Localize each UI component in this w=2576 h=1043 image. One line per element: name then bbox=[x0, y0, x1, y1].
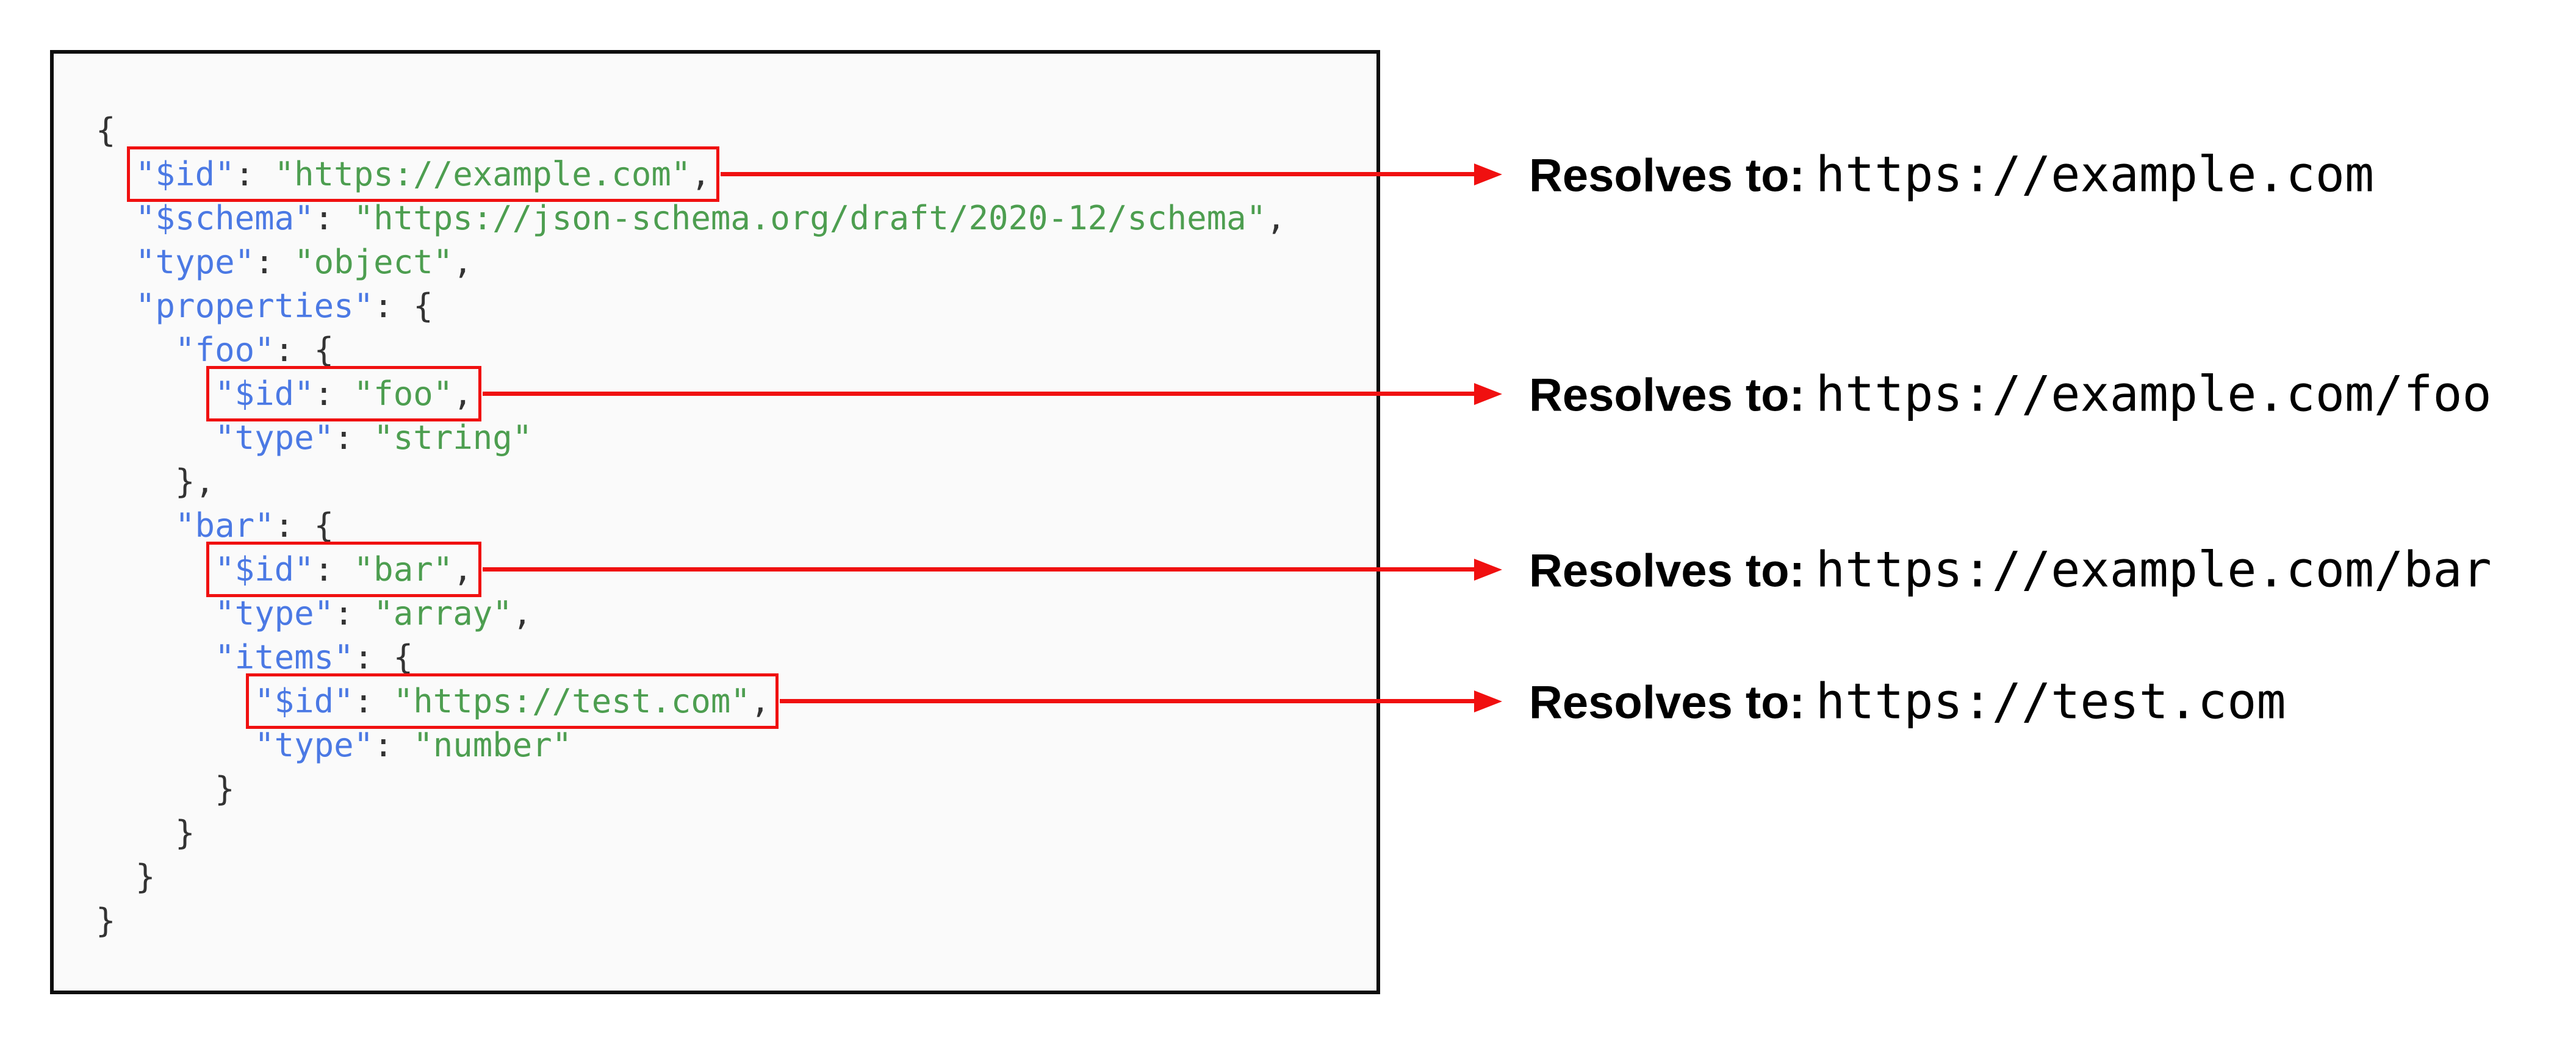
json-punctuation: : bbox=[234, 155, 275, 193]
json-string: "https://json-schema.org/draft/2020-12/s… bbox=[353, 199, 1267, 237]
code-line: }, bbox=[96, 460, 1376, 504]
json-key: "type" bbox=[135, 243, 255, 281]
json-key: "$id" bbox=[254, 682, 354, 720]
json-string: "number" bbox=[413, 726, 572, 764]
arrow-head-icon bbox=[1474, 163, 1502, 185]
code-line: { bbox=[96, 109, 1376, 152]
resolution-url: https://example.com/bar bbox=[1815, 541, 2492, 598]
arrow-head-icon bbox=[1474, 382, 1502, 405]
json-string: "https://test.com" bbox=[393, 682, 750, 720]
json-key: "$id" bbox=[215, 375, 314, 413]
json-punctuation: : bbox=[334, 418, 374, 457]
json-punctuation: : { bbox=[274, 506, 334, 545]
code-line: "type": "string" bbox=[96, 416, 1376, 460]
json-punctuation: } bbox=[135, 858, 156, 896]
resolve-arrow-line bbox=[482, 392, 1477, 396]
json-string: "object" bbox=[294, 243, 453, 281]
json-punctuation: , bbox=[750, 682, 771, 720]
resolution-url: https://example.com/foo bbox=[1815, 365, 2492, 422]
resolution-annotation: Resolves to:https://example.com/foo bbox=[1529, 365, 2492, 422]
json-string: "array" bbox=[373, 594, 513, 633]
json-punctuation: , bbox=[691, 155, 711, 193]
json-punctuation: { bbox=[96, 111, 116, 149]
json-punctuation: : bbox=[373, 726, 414, 764]
resolve-arrow-line bbox=[780, 699, 1477, 703]
json-key: "bar" bbox=[175, 506, 275, 545]
code-line: "$schema": "https://json-schema.org/draf… bbox=[96, 196, 1376, 240]
id-highlight-box: "$id": "https://test.com", bbox=[246, 673, 779, 729]
json-punctuation: , bbox=[512, 594, 533, 633]
json-key: "$id" bbox=[135, 155, 235, 193]
arrow-head-icon bbox=[1474, 690, 1502, 712]
json-punctuation: } bbox=[175, 814, 195, 852]
code-line: } bbox=[96, 811, 1376, 855]
json-key: "type" bbox=[215, 594, 334, 633]
json-key: "$id" bbox=[215, 550, 314, 589]
resolution-annotation: Resolves to:https://example.com/bar bbox=[1529, 541, 2492, 598]
resolution-label: Resolves to: bbox=[1529, 149, 1805, 201]
id-highlight-box: "$id": "foo", bbox=[206, 366, 481, 421]
code-line: "$id": "https://example.com", bbox=[96, 146, 1376, 202]
json-punctuation: : { bbox=[274, 331, 334, 369]
code-line: "items": { bbox=[96, 636, 1376, 679]
json-punctuation: : bbox=[254, 243, 295, 281]
code-line: } bbox=[96, 767, 1376, 811]
resolution-annotation: Resolves to:https://example.com bbox=[1529, 146, 2374, 203]
id-highlight-box: "$id": "https://example.com", bbox=[127, 146, 719, 202]
json-punctuation: , bbox=[453, 550, 473, 589]
code-line: } bbox=[96, 899, 1376, 943]
resolution-annotation: Resolves to:https://test.com bbox=[1529, 673, 2286, 729]
resolution-label: Resolves to: bbox=[1529, 676, 1805, 728]
code-line: "$id": "bar", bbox=[96, 542, 1376, 597]
json-punctuation: : bbox=[353, 682, 394, 720]
json-code: { "$id": "https://example.com", "$schema… bbox=[54, 54, 1376, 943]
json-key: "type" bbox=[215, 418, 334, 457]
json-key: "$schema" bbox=[135, 199, 314, 237]
code-line: } bbox=[96, 855, 1376, 899]
code-line: "properties": { bbox=[96, 284, 1376, 328]
json-punctuation: } bbox=[96, 901, 116, 940]
json-punctuation: : bbox=[314, 550, 354, 589]
resolve-arrow-line bbox=[720, 172, 1477, 176]
json-punctuation: : bbox=[314, 199, 354, 237]
code-line: "type": "number" bbox=[96, 723, 1376, 767]
resolution-label: Resolves to: bbox=[1529, 545, 1805, 597]
json-punctuation: }, bbox=[175, 462, 215, 501]
resolution-label: Resolves to: bbox=[1529, 369, 1805, 421]
json-punctuation: : bbox=[334, 594, 374, 633]
json-punctuation: , bbox=[1266, 199, 1286, 237]
resolution-url: https://test.com bbox=[1815, 673, 2286, 729]
json-punctuation: , bbox=[453, 243, 473, 281]
json-punctuation: , bbox=[453, 375, 473, 413]
json-code-block: { "$id": "https://example.com", "$schema… bbox=[50, 50, 1380, 994]
json-string: "https://example.com" bbox=[274, 155, 691, 193]
json-key: "foo" bbox=[175, 331, 275, 369]
json-punctuation: } bbox=[215, 770, 235, 808]
code-line: "type": "object", bbox=[96, 240, 1376, 284]
code-line: "foo": { bbox=[96, 328, 1376, 372]
arrow-head-icon bbox=[1474, 558, 1502, 581]
code-line: "$id": "https://test.com", bbox=[96, 673, 1376, 729]
json-punctuation: : { bbox=[353, 638, 414, 676]
json-punctuation: : { bbox=[373, 287, 433, 325]
code-line: "$id": "foo", bbox=[96, 366, 1376, 421]
code-line: "bar": { bbox=[96, 504, 1376, 548]
json-key: "type" bbox=[254, 726, 374, 764]
json-string: "string" bbox=[373, 418, 533, 457]
json-string: "bar" bbox=[353, 550, 453, 589]
resolve-arrow-line bbox=[482, 567, 1477, 572]
resolution-url: https://example.com bbox=[1815, 146, 2375, 203]
json-key: "properties" bbox=[135, 287, 374, 325]
id-highlight-box: "$id": "bar", bbox=[206, 542, 481, 597]
json-punctuation: : bbox=[314, 375, 354, 413]
json-key: "items" bbox=[215, 638, 354, 676]
code-line: "type": "array", bbox=[96, 592, 1376, 636]
json-string: "foo" bbox=[353, 375, 453, 413]
